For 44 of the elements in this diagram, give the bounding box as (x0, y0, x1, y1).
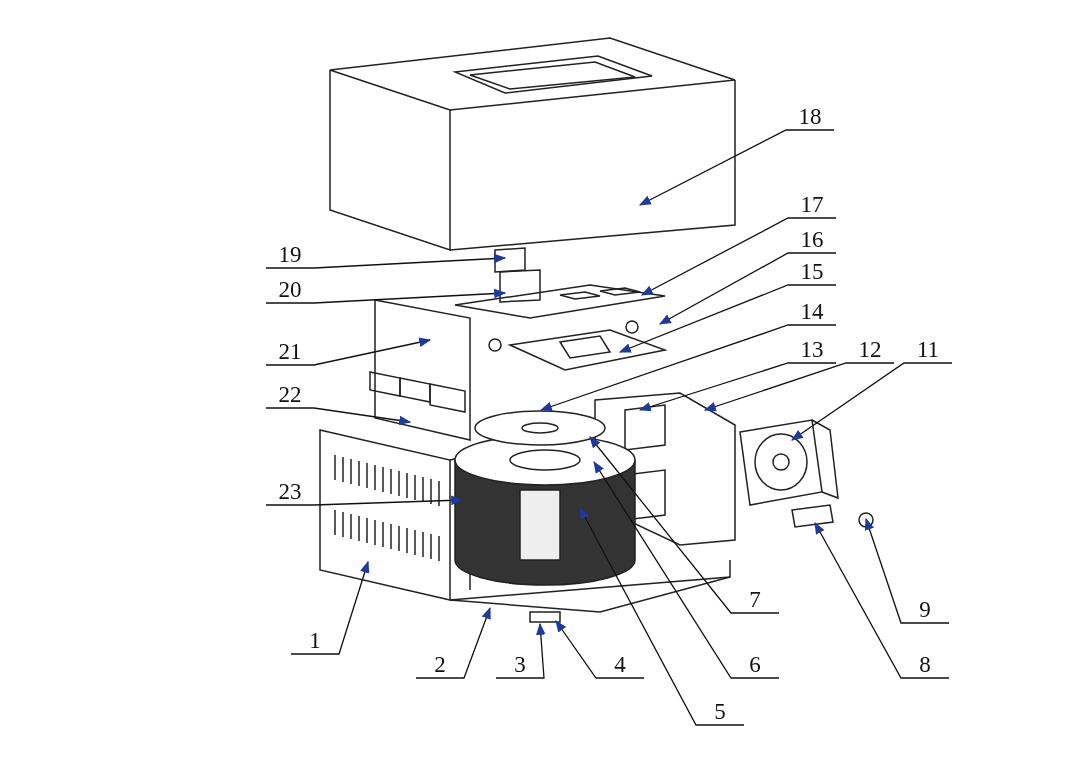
leader-line (415, 606, 491, 679)
leader-line (658, 252, 837, 325)
leader-line (638, 129, 835, 206)
leader-line (618, 284, 837, 353)
callout-number: 1 (295, 628, 335, 654)
leader-line (290, 560, 370, 655)
callout-number: 3 (500, 652, 540, 678)
leader-line (703, 362, 895, 412)
callout-number: 17 (792, 192, 832, 218)
callout-number: 14 (792, 299, 832, 325)
callout-number: 18 (790, 104, 830, 130)
leader-line (593, 461, 780, 679)
callout-number: 8 (905, 652, 945, 678)
callout-number: 4 (600, 652, 640, 678)
callout-number: 20 (270, 277, 310, 303)
callout-number: 22 (270, 382, 310, 408)
leader-line (791, 362, 953, 441)
callout-number: 21 (270, 339, 310, 365)
callout-number: 13 (792, 337, 832, 363)
leader-line (495, 622, 546, 679)
leader-line (589, 436, 780, 614)
leader-line (640, 217, 837, 296)
callout-number: 19 (270, 242, 310, 268)
leader-line (265, 495, 464, 506)
leader-line (265, 337, 432, 366)
leader-line (265, 407, 412, 426)
leader-line (864, 517, 950, 624)
callout-number: 9 (905, 597, 945, 623)
leader-line (638, 362, 837, 412)
leader-line (814, 521, 950, 679)
callout-number: 7 (735, 587, 775, 613)
callout-number: 16 (792, 227, 832, 253)
callout-number: 2 (420, 652, 460, 678)
callout-number: 15 (792, 259, 832, 285)
leader-line (265, 253, 507, 269)
callout-number: 11 (908, 337, 948, 363)
leader-line (265, 288, 507, 304)
callout-number: 12 (850, 337, 890, 363)
callout-number: 5 (700, 699, 740, 725)
leader-line (579, 506, 745, 726)
leader-line (555, 620, 645, 679)
callout-number: 6 (735, 652, 775, 678)
callout-number: 23 (270, 479, 310, 505)
leader-line (539, 324, 837, 411)
